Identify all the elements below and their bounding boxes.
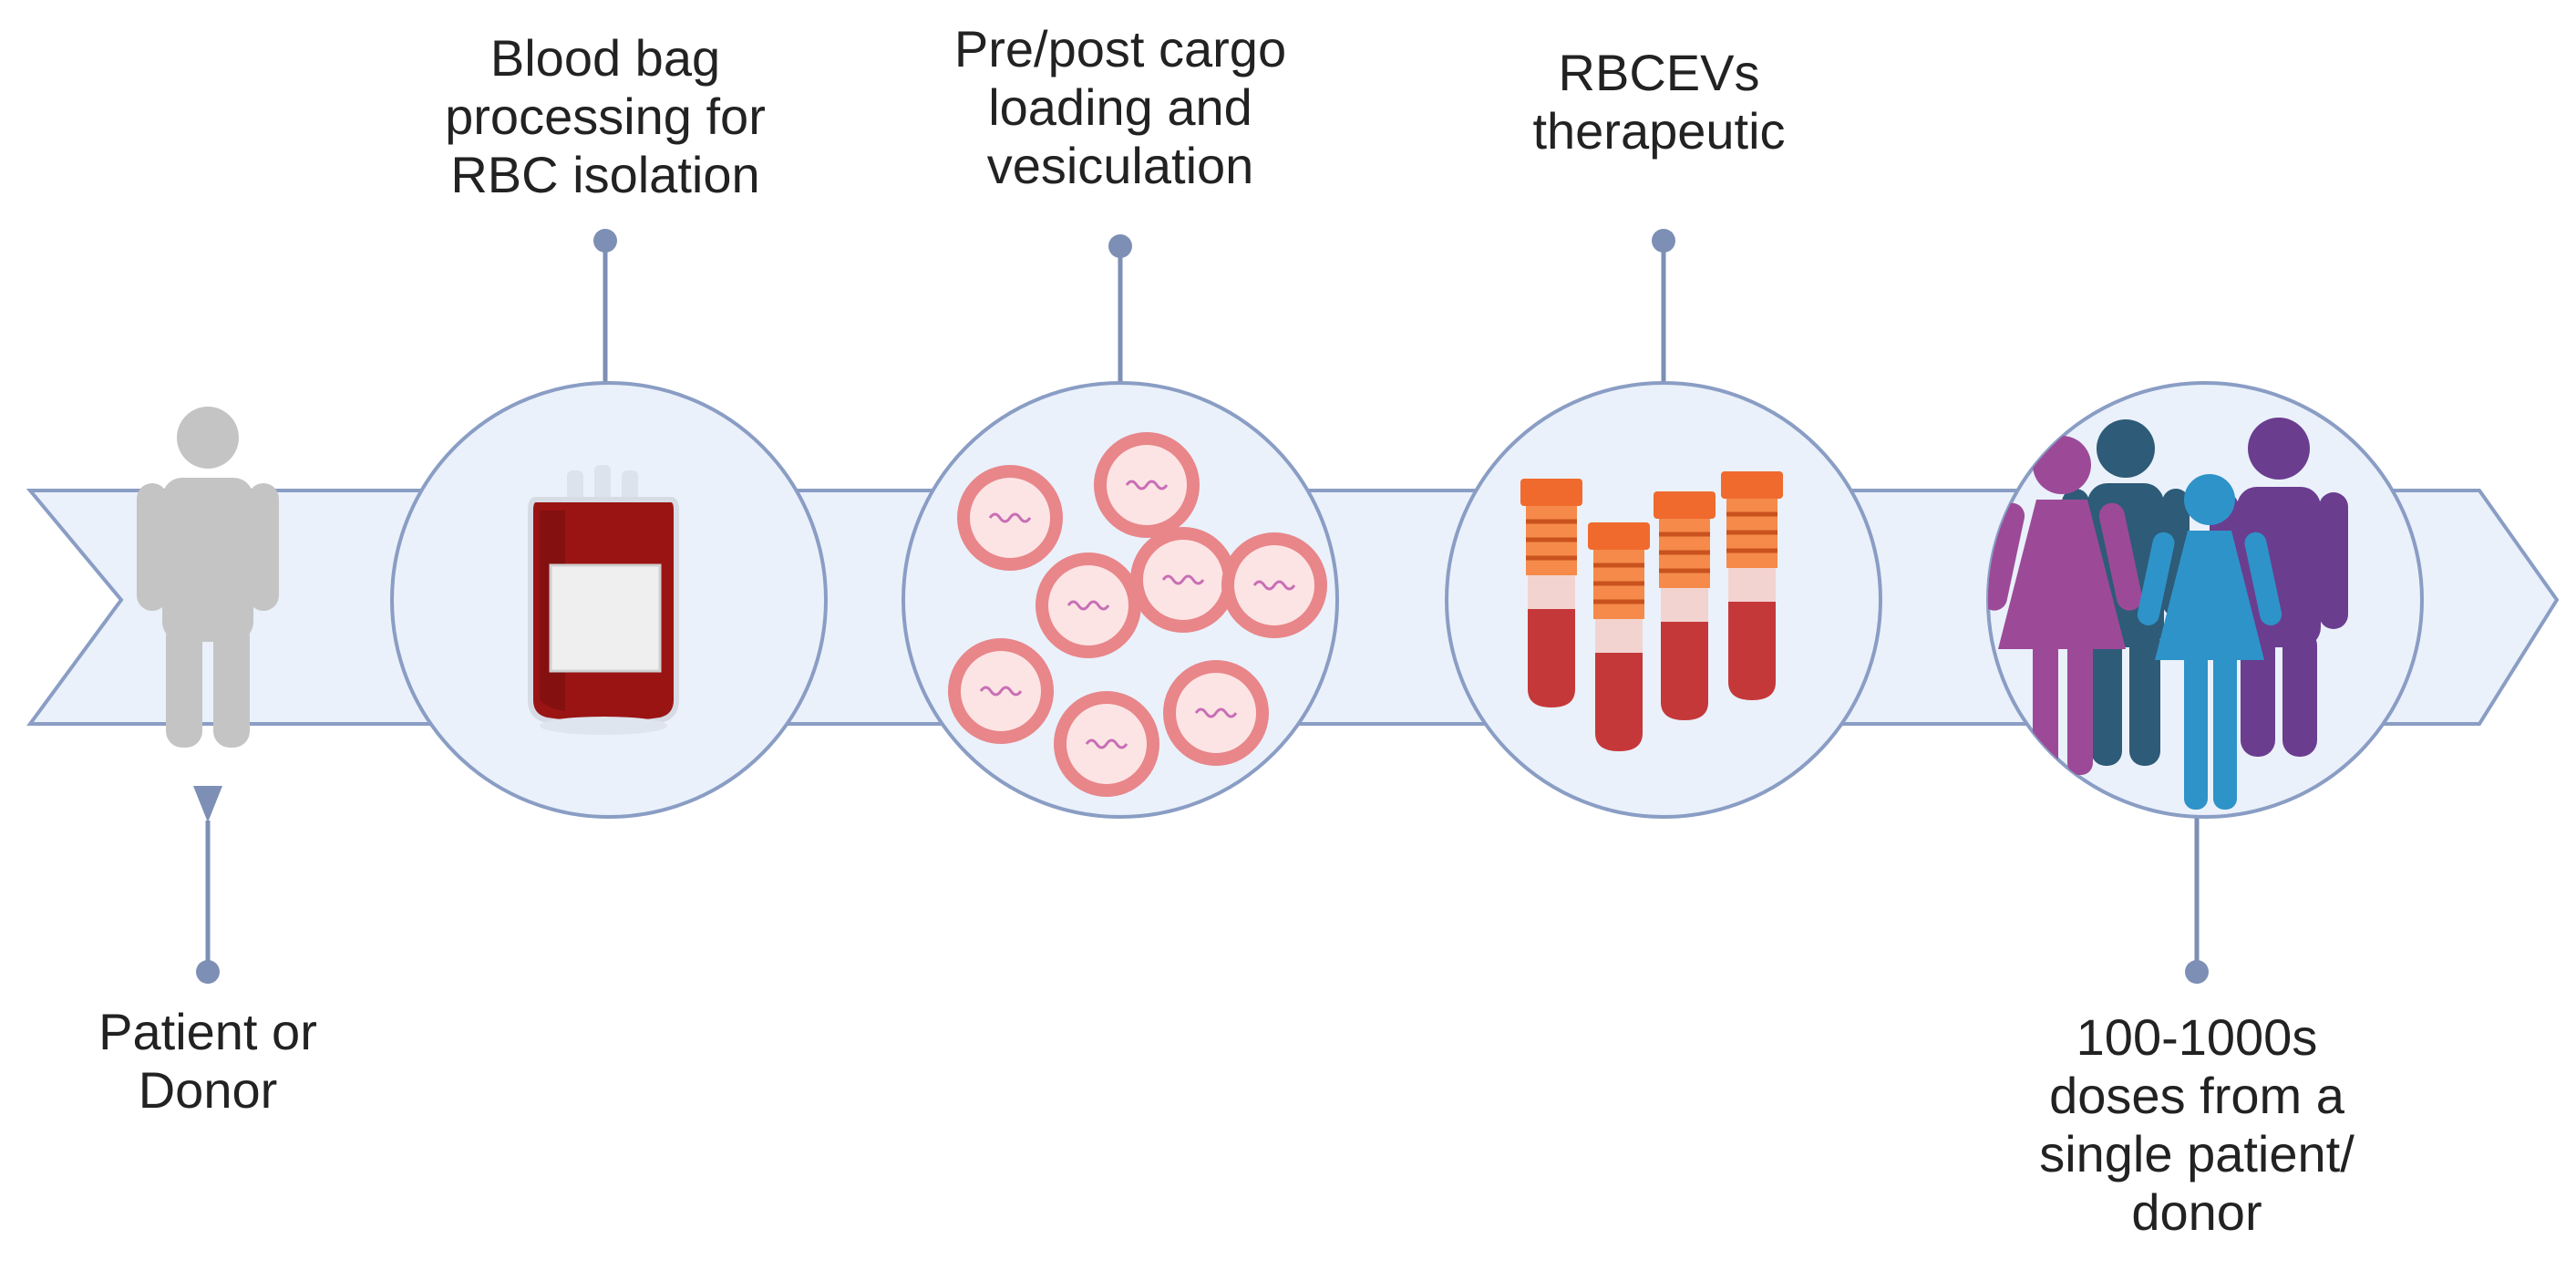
person-icon bbox=[137, 407, 279, 748]
label-line: Donor bbox=[138, 1061, 278, 1119]
label-line: single patient/ bbox=[2039, 1125, 2354, 1182]
label-line: RBC isolation bbox=[450, 146, 760, 203]
label-blood-bag: Blood bag processing for RBC isolation bbox=[423, 29, 788, 204]
connector-patient bbox=[193, 786, 222, 984]
connector-blood-bag bbox=[593, 229, 617, 387]
label-line: doses from a bbox=[2049, 1067, 2344, 1124]
label-line: loading and bbox=[988, 78, 1252, 136]
label-rbcevs: RBCEVs therapeutic bbox=[1504, 44, 1814, 160]
label-line: Patient or bbox=[98, 1003, 317, 1060]
label-line: Blood bag bbox=[489, 29, 721, 87]
connector-cargo bbox=[1108, 234, 1132, 387]
blood-bag-icon bbox=[528, 465, 679, 735]
connector-rbcevs bbox=[1652, 229, 1675, 387]
label-patient: Patient or Donor bbox=[53, 1003, 363, 1120]
label-line: vesiculation bbox=[986, 137, 1254, 194]
label-line: RBCEVs bbox=[1558, 44, 1760, 101]
label-line: 100-1000s bbox=[2076, 1008, 2318, 1066]
label-cargo: Pre/post cargo loading and vesiculation bbox=[929, 20, 1312, 195]
connector-doses bbox=[2185, 815, 2209, 984]
people-group-icon bbox=[1988, 418, 2348, 810]
red-blood-cells-icon bbox=[948, 432, 1327, 797]
label-line: therapeutic bbox=[1532, 102, 1786, 160]
label-doses: 100-1000s doses from a single patient/ d… bbox=[2005, 1008, 2388, 1242]
test-tubes-icon bbox=[1520, 471, 1783, 751]
label-line: processing for bbox=[445, 88, 766, 145]
label-line: Pre/post cargo bbox=[953, 20, 1287, 77]
label-line: donor bbox=[2131, 1183, 2262, 1241]
